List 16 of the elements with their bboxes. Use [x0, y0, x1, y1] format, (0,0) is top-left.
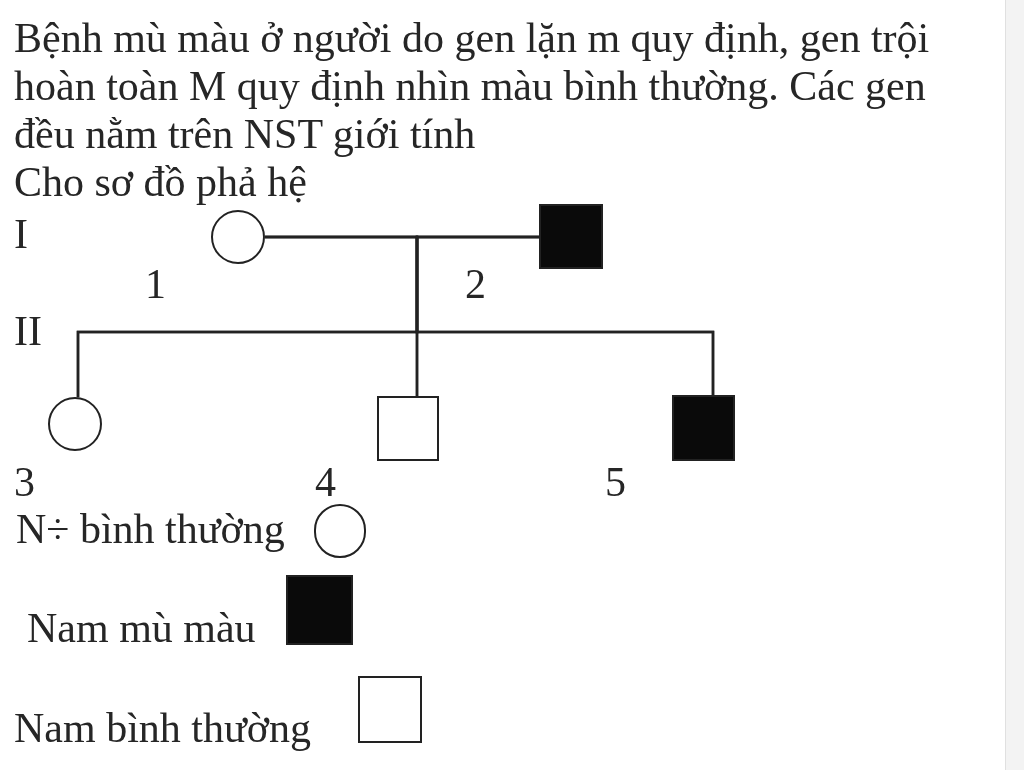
legend-text: Nam mù màu: [27, 604, 256, 652]
generation-numeral: I: [14, 210, 29, 258]
pedigree-line: [415, 235, 715, 395]
question-text: Bệnh mù màu ở người do gen lặn m quy định, gen trội hoàn toàn M quy định nhìn màu bình thường. Các gen đều nằm trên NST giới tính: [14, 14, 931, 158]
legend-text: Nam bình thường: [14, 704, 311, 752]
generation-numeral: II: [14, 307, 43, 355]
square-symbol: [377, 396, 439, 461]
instruction-text: Cho sơ đồ phả hệ: [14, 158, 308, 206]
filled-square-symbol: [539, 204, 603, 269]
individual-number: 5: [605, 458, 626, 506]
individual-number: 2: [465, 260, 486, 308]
individual-number: 3: [14, 458, 35, 506]
individual-number: 4: [315, 458, 336, 506]
individual-number: 1: [145, 260, 166, 308]
filled-square-symbol: [672, 395, 735, 461]
legend-text: N÷ bình thường: [16, 505, 285, 553]
